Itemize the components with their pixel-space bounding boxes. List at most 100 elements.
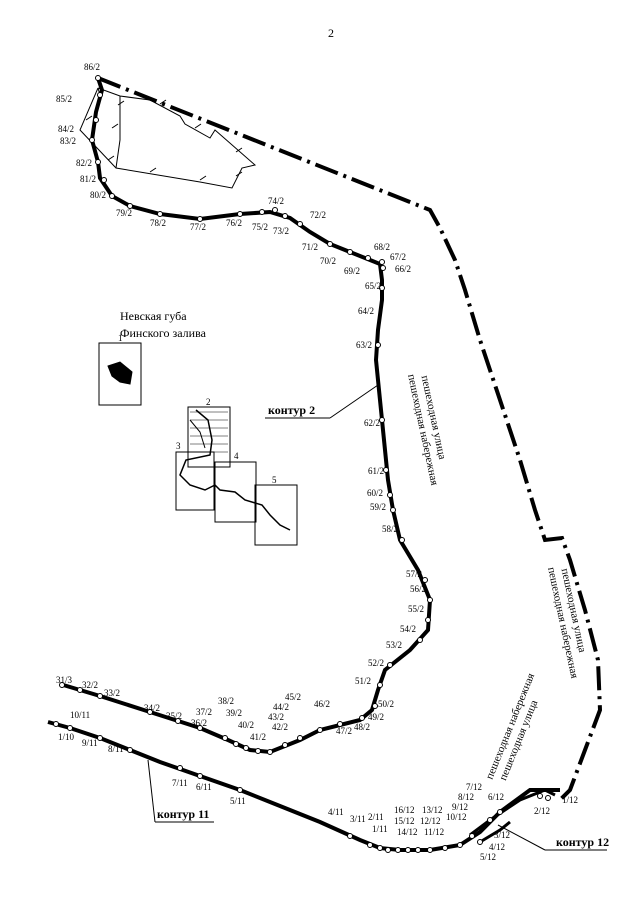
contour-12-callout (497, 824, 607, 851)
point-label: 6/12 (488, 792, 504, 802)
point-label: 72/2 (310, 210, 326, 220)
inset-label-1: 1 (118, 333, 123, 343)
point-label: 59/2 (370, 502, 386, 512)
point-label: 79/2 (116, 208, 132, 218)
overview-insets (98, 342, 298, 546)
point-label: 85/2 (56, 94, 72, 104)
outer-boundary (97, 76, 603, 802)
point-label: 81/2 (80, 174, 96, 184)
point-label: 4/11 (328, 807, 344, 817)
contour-11-callout (147, 759, 214, 823)
point-label: 3/12 (494, 830, 510, 840)
contour-12-line (469, 788, 556, 844)
point-label: 41/2 (250, 732, 266, 742)
point-label: 56/2 (410, 584, 426, 594)
point-label: 37/2 (196, 707, 212, 717)
point-label: 82/2 (76, 158, 92, 168)
point-label: 49/2 (368, 712, 384, 722)
point-label: 8/12 (458, 792, 474, 802)
point-label: 86/2 (84, 62, 100, 72)
inset-label-5: 5 (272, 475, 277, 485)
point-label: 46/2 (314, 699, 330, 709)
point-label: 32/2 (82, 680, 98, 690)
point-label: 44/2 (273, 702, 289, 712)
point-label: 55/2 (408, 604, 424, 614)
point-label: 34/2 (144, 703, 160, 713)
point-label: 7/11 (172, 778, 188, 788)
water-label: Невская губа (120, 309, 187, 323)
point-label: 43/2 (268, 712, 284, 722)
point-label: 50/2 (378, 699, 394, 709)
hatch-marks (85, 99, 243, 181)
point-label: 71/2 (302, 242, 318, 252)
point-label: 1/10 (58, 732, 75, 742)
point-label: 74/2 (268, 196, 284, 206)
point-label: 83/2 (60, 136, 76, 146)
point-label: 67/2 (390, 252, 406, 262)
contour-12-label: контур 12 (556, 835, 609, 849)
point-label: 54/2 (400, 624, 416, 634)
point-label: 9/12 (452, 802, 468, 812)
point-label: 53/2 (386, 640, 402, 650)
point-label: 33/2 (104, 688, 120, 698)
point-label: 36/2 (191, 718, 207, 728)
point-label: 77/2 (190, 222, 206, 232)
contour-2-callout (265, 384, 379, 419)
contour-2-label: контур 2 (268, 403, 315, 417)
point-label: 1/12 (562, 795, 578, 805)
point-label: 66/2 (395, 264, 411, 274)
contour-11-line (47, 720, 560, 852)
point-label: 48/2 (354, 722, 370, 732)
inset-label-4: 4 (234, 451, 239, 461)
point-label: 9/11 (82, 738, 98, 748)
point-label: 42/2 (272, 722, 288, 732)
point-label: 35/2 (166, 711, 182, 721)
point-label: 16/12 (394, 805, 415, 815)
point-label: 1/11 (372, 824, 388, 834)
point-label: 64/2 (358, 306, 374, 316)
point-label: 10/12 (446, 812, 467, 822)
point-label: 52/2 (368, 658, 384, 668)
point-label: 2/12 (534, 806, 550, 816)
point-label: 10/11 (70, 710, 90, 720)
point-label: 6/11 (196, 782, 212, 792)
point-label: 45/2 (285, 692, 301, 702)
contour-2-line (59, 77, 433, 755)
point-label: 60/2 (367, 488, 383, 498)
point-label: 3/11 (350, 814, 366, 824)
point-label: 5/11 (230, 796, 246, 806)
point-label: 70/2 (320, 256, 336, 266)
point-label: 61/2 (368, 466, 384, 476)
point-label: 14/12 (397, 827, 418, 837)
point-label: 62/2 (364, 418, 380, 428)
point-label: 15/12 (394, 816, 415, 826)
point-label: 39/2 (226, 708, 242, 718)
point-label: 69/2 (344, 266, 360, 276)
point-label: 80/2 (90, 190, 106, 200)
point-label: 2/11 (368, 812, 384, 822)
point-labels-contour-12: 16/12 15/12 14/12 13/12 12/12 11/12 10/1… (394, 782, 578, 862)
point-label: 76/2 (226, 218, 242, 228)
point-label: 12/12 (420, 816, 441, 826)
point-label: 75/2 (252, 222, 268, 232)
point-label: 8/11 (108, 744, 124, 754)
page-number: 2 (328, 26, 334, 40)
point-label: 63/2 (356, 340, 372, 350)
point-label: 65/2 (365, 281, 381, 291)
contour-11-label: контур 11 (157, 807, 209, 821)
inset-label-3: 3 (176, 441, 181, 451)
point-label: 40/2 (238, 720, 254, 730)
point-labels-contour-2: 86/2 85/2 84/2 83/2 82/2 81/2 80/2 79/2 … (56, 62, 426, 742)
point-label: 38/2 (218, 696, 234, 706)
point-label: 31/3 (56, 675, 73, 685)
point-label: 47/2 (336, 726, 352, 736)
inset-label-2: 2 (206, 397, 211, 407)
point-label: 73/2 (273, 226, 289, 236)
point-label: 58/2 (382, 524, 398, 534)
point-label: 13/12 (422, 805, 443, 815)
point-labels-contour-11: 10/11 1/10 9/11 8/11 7/11 6/11 5/11 4/11… (58, 710, 388, 834)
water-label-2: Финского залива (120, 326, 207, 340)
point-label: 57/2 (406, 569, 422, 579)
boundary-points (53, 75, 551, 853)
